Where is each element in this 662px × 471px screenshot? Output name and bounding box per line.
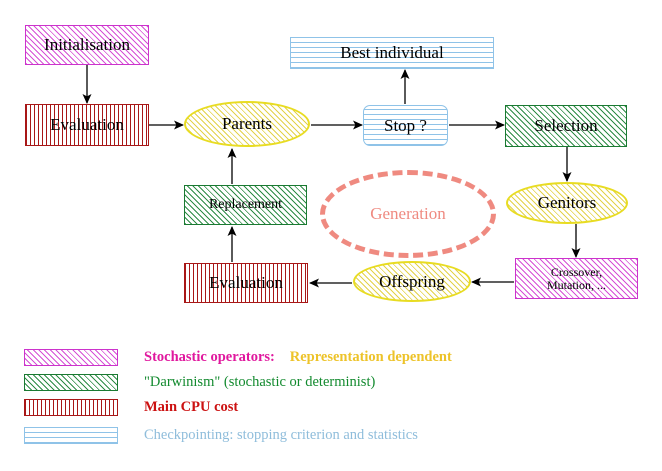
node-parents[interactable]: Parents: [184, 101, 310, 147]
node-label: Parents: [221, 114, 273, 134]
legend: Stochastic operators: Representation dep…: [0, 340, 662, 471]
legend-label-checkpointing: Checkpointing: stopping criterion and st…: [144, 426, 418, 443]
legend-swatch-blue-horizontal: [24, 426, 118, 444]
node-label: Genitors: [537, 193, 597, 213]
legend-label-darwinism: "Darwinism" (stochastic or determinist): [144, 373, 376, 390]
node-label: Evaluation: [209, 273, 283, 293]
legend-label-main-cpu-cost: Main CPU cost: [144, 398, 239, 415]
generation-cycle-ellipse: Generation: [320, 170, 496, 258]
legend-row-checkpointing: Checkpointing: stopping criterion and st…: [0, 424, 662, 446]
legend-row-main-cpu-cost: Main CPU cost: [0, 396, 662, 418]
node-evaluation-top[interactable]: Evaluation: [25, 104, 149, 146]
legend-row-stochastic-operators: Stochastic operators: Representation dep…: [0, 346, 662, 368]
node-genitors[interactable]: Genitors: [506, 182, 628, 224]
legend-swatch-green-hatch: [24, 373, 118, 391]
node-best-individual[interactable]: Best individual: [290, 37, 494, 69]
node-crossover-mutation[interactable]: Crossover, Mutation, ...: [515, 258, 638, 299]
node-label: Selection: [534, 116, 598, 136]
node-label: Evaluation: [50, 115, 124, 135]
legend-swatch-red-vertical: [24, 398, 118, 416]
legend-row-darwinism: "Darwinism" (stochastic or determinist): [0, 371, 662, 393]
node-label: Best individual: [340, 43, 444, 63]
legend-label-stochastic-operators: Stochastic operators:: [144, 348, 275, 365]
node-offspring[interactable]: Offspring: [353, 261, 471, 302]
node-replacement[interactable]: Replacement: [184, 185, 307, 225]
legend-label-representation-dependent: Representation dependent: [278, 348, 452, 365]
node-stop[interactable]: Stop ?: [363, 105, 448, 146]
node-initialisation[interactable]: Initialisation: [25, 25, 149, 65]
node-label: Stop ?: [384, 115, 427, 135]
node-label: Replacement: [208, 196, 283, 212]
legend-swatch-magenta-hatch: [24, 348, 118, 366]
node-label: Crossover, Mutation, ...: [547, 264, 606, 292]
generation-label: Generation: [370, 204, 446, 223]
node-selection[interactable]: Selection: [505, 105, 627, 147]
node-evaluation-bottom[interactable]: Evaluation: [184, 263, 308, 303]
node-label: Initialisation: [44, 35, 130, 55]
node-label: Offspring: [379, 271, 445, 291]
